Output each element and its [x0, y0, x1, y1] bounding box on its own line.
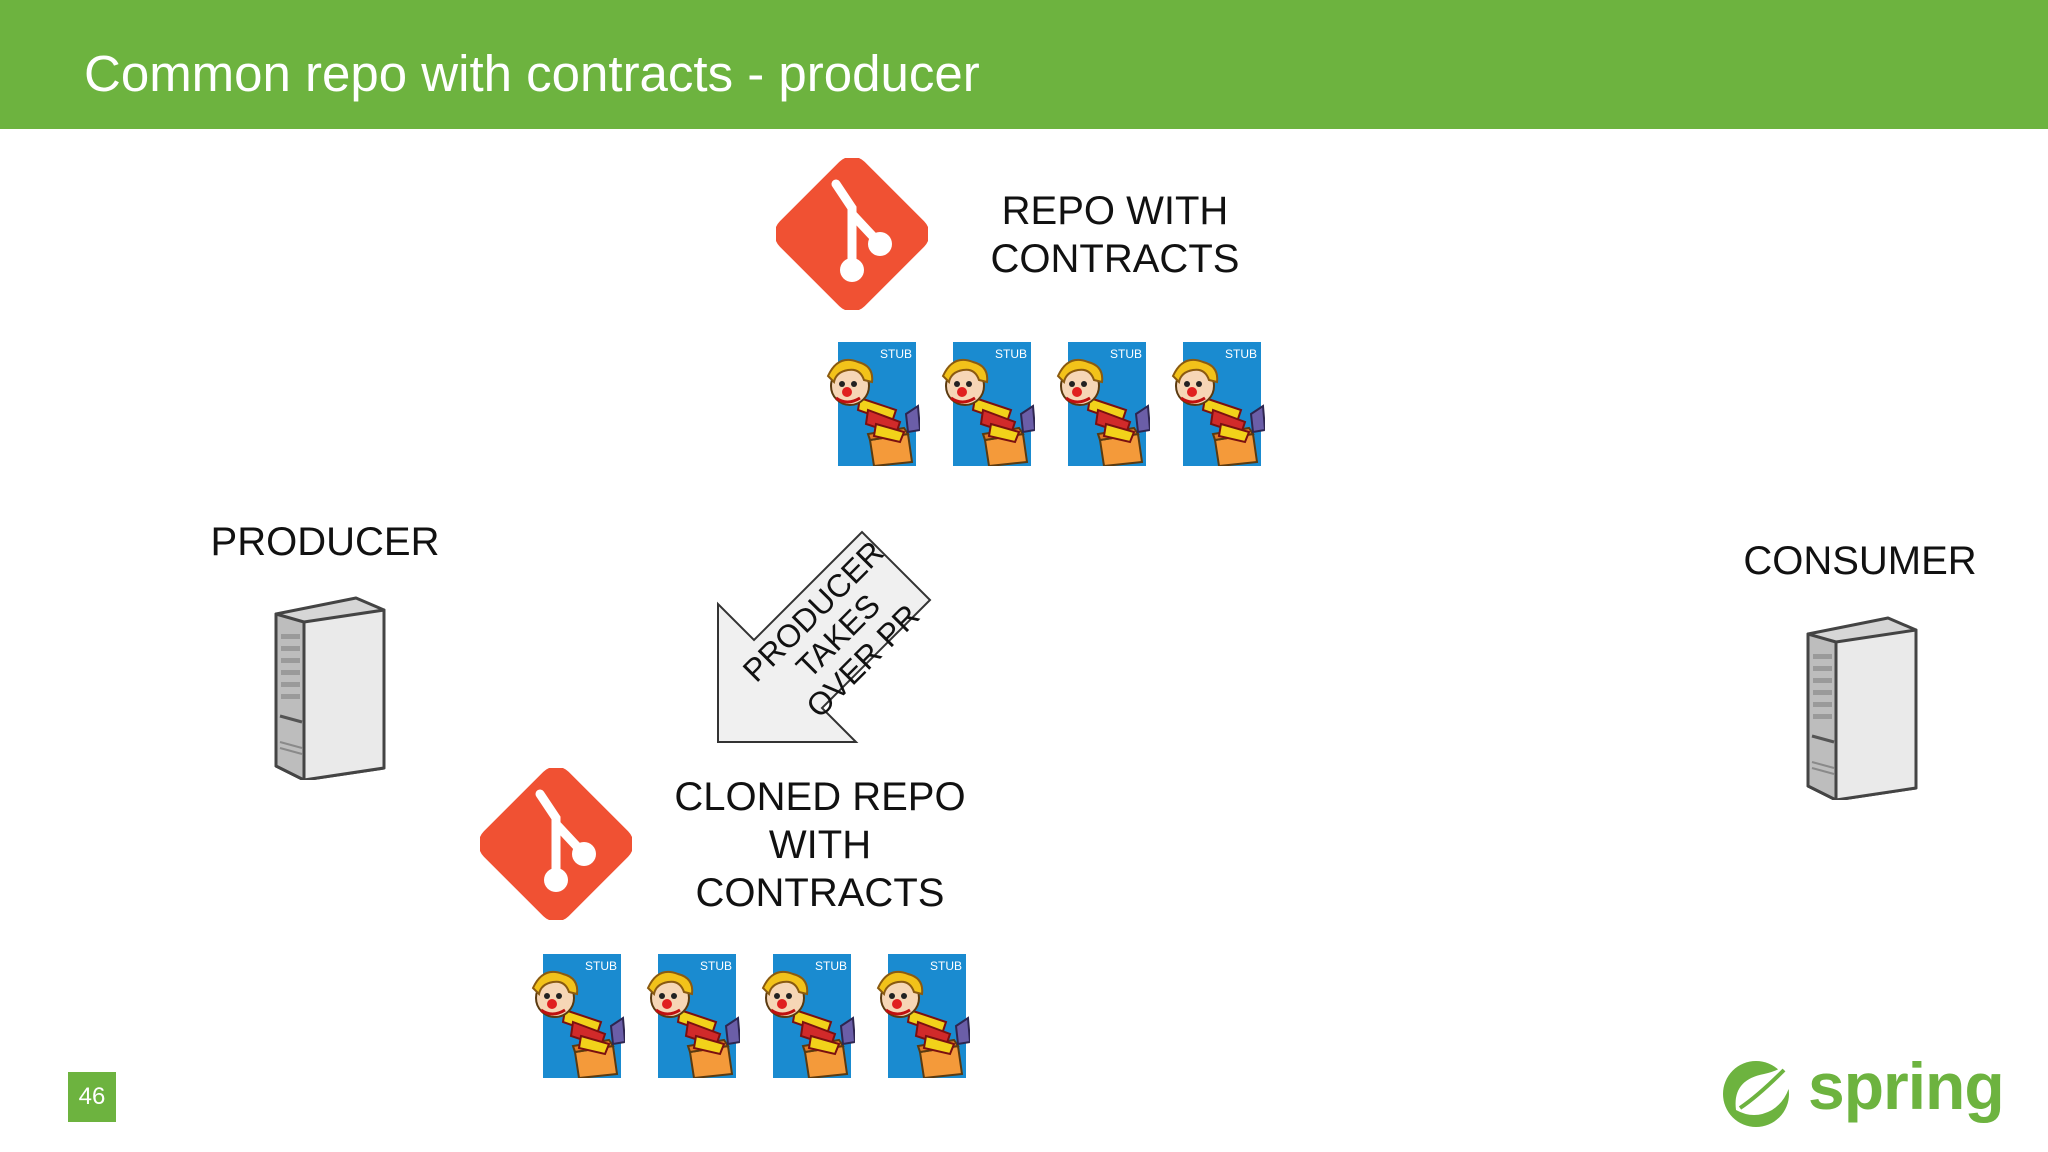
repo-label-line-2: CONTRACTS [990, 237, 1240, 281]
cloned-repo-label: CLONED REPO WITH CONTRACTS [650, 773, 990, 917]
producer-takes-over-pr-arrow [717, 530, 932, 743]
cloned-repo-label-line-1: CLONED REPO [674, 775, 966, 819]
cloned-repo-label-line-3: CONTRACTS [695, 871, 945, 915]
consumer-server-icon [1806, 616, 1918, 800]
producer-server-icon [274, 596, 386, 780]
repo-with-contracts-label: REPO WITH CONTRACTS [980, 187, 1250, 283]
title-bar: Common repo with contracts - producer [0, 0, 2048, 129]
stub-icon [876, 952, 970, 1078]
page-number: 46 [68, 1072, 116, 1122]
stub-icon [761, 952, 855, 1078]
producer-label: PRODUCER [210, 520, 440, 564]
spring-leaf-icon [1723, 1060, 1793, 1127]
stub-icon [826, 340, 920, 466]
git-logo-icon [776, 158, 928, 310]
stub-icon [1171, 340, 1265, 466]
stub-icon [646, 952, 740, 1078]
page-title: Common repo with contracts - producer [84, 45, 980, 102]
repo-label-line-1: REPO WITH [1001, 189, 1229, 233]
cloned-repo-label-line-2: WITH [768, 823, 872, 867]
stub-icon [941, 340, 1035, 466]
consumer-label: CONSUMER [1743, 539, 1977, 583]
stub-icon [531, 952, 625, 1078]
git-logo-icon [480, 768, 632, 920]
spring-brand-wordmark: spring [1808, 1049, 2005, 1123]
stub-icon [1056, 340, 1150, 466]
